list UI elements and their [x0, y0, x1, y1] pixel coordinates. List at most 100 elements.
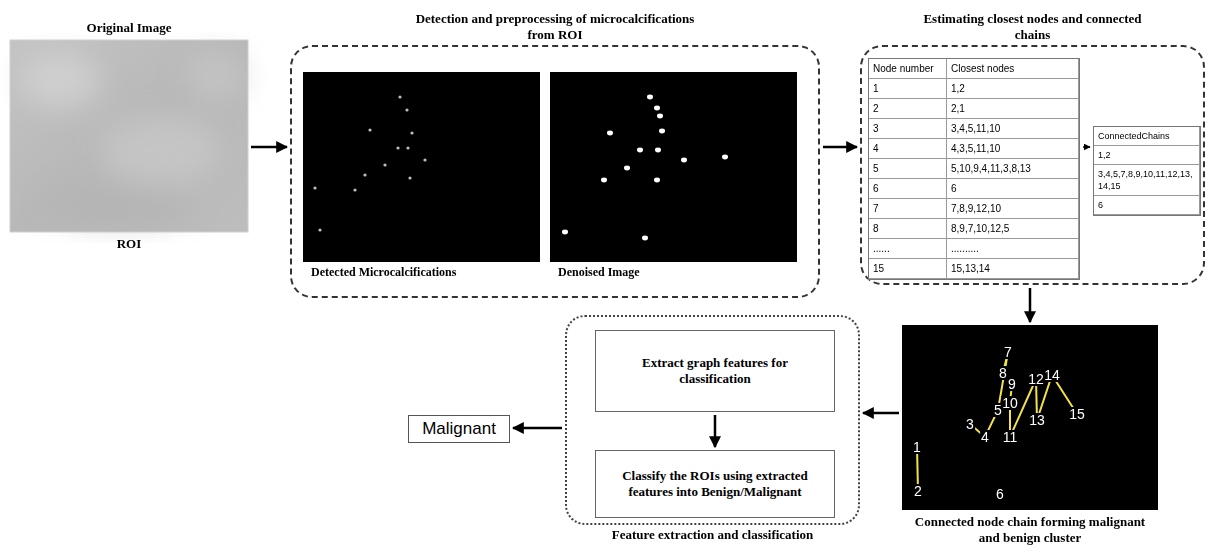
- microcalcification: [657, 114, 663, 119]
- microcalcification: [406, 146, 409, 149]
- microcalcification: [637, 148, 643, 153]
- table-cell: ......: [869, 239, 947, 259]
- microcalcification: [562, 230, 568, 235]
- panel-heading: Original Image: [19, 20, 239, 36]
- roi-blob: [100, 115, 220, 185]
- table-cell: 1,2: [947, 79, 1079, 99]
- chain-line: [970, 352, 1077, 437]
- callout-number: 9: [1007, 377, 1017, 391]
- flow-arrow: [714, 415, 717, 447]
- microcalcification: [642, 236, 648, 241]
- table-cell: 8: [869, 219, 947, 239]
- microcalcification: [368, 128, 371, 131]
- process-box: Extract graph features for classificatio…: [595, 330, 835, 412]
- roi-blob: [50, 185, 190, 225]
- table-cell: 7: [869, 199, 947, 219]
- table-cell: Closest nodes: [947, 59, 1079, 79]
- result-text: Malignant: [422, 419, 496, 439]
- table-cell: 15,13,14: [947, 259, 1079, 279]
- microcalcification: [601, 178, 607, 183]
- panel-caption: ROI: [19, 236, 239, 252]
- microcalcification: [363, 173, 366, 176]
- microcalcification: [624, 166, 630, 171]
- table-cell: 6: [1094, 196, 1200, 215]
- callout-number: 4: [980, 430, 990, 444]
- microcalcification: [681, 158, 687, 163]
- microcalcification: [396, 146, 399, 149]
- detected-image: [303, 72, 540, 262]
- microcalcification: [659, 129, 665, 134]
- microcalcification: [353, 188, 356, 191]
- table-cell: 2,1: [947, 99, 1079, 119]
- roi-blob: [185, 50, 245, 100]
- process-box: Classify the ROIs using extracted featur…: [595, 450, 835, 518]
- callout-number: 14: [1043, 368, 1061, 382]
- microcalcification: [410, 131, 413, 134]
- image-caption: Denoised Image: [558, 265, 640, 280]
- microcalcification: [722, 155, 728, 160]
- result-box: Malignant: [408, 415, 510, 443]
- microcalcification: [423, 158, 426, 161]
- flow-arrow: [863, 412, 899, 415]
- table-cell: ConnectedChains: [1094, 127, 1200, 146]
- image-panel: Detected Microcalcifications: [303, 72, 540, 262]
- image-panel: Denoised Image: [550, 72, 797, 262]
- table-cell: 5,10,9,4,11,3,8,13: [947, 159, 1079, 179]
- table-grid: ConnectedChains1,23,4,5,7,8,9,10,11,12,1…: [1094, 127, 1200, 215]
- flow-arrow: [1083, 146, 1090, 148]
- table-cell: 4: [869, 139, 947, 159]
- table-cell: 1,2: [1094, 146, 1200, 165]
- microcalcification: [607, 131, 613, 136]
- table-cell: 4,3,5,11,10: [947, 139, 1079, 159]
- callout-number: 3: [965, 417, 975, 431]
- table-cell: 3: [869, 119, 947, 139]
- microcalcification: [655, 148, 661, 153]
- roi-blob: [20, 52, 100, 108]
- roi-texture: [20, 50, 245, 225]
- image-caption: Connected node chain forming malignant a…: [910, 514, 1150, 546]
- callout-number: 12: [1027, 372, 1045, 386]
- table-grid: Node numberClosest nodes11,222,133,4,5,1…: [869, 59, 1079, 279]
- table-cell: 7,8,9,12,10: [947, 199, 1079, 219]
- flow-arrow: [513, 427, 562, 430]
- stage-heading: Estimating closest nodes and connected c…: [908, 11, 1158, 43]
- roi-image: [10, 40, 248, 232]
- microcalcification: [398, 95, 401, 98]
- microcalcification: [654, 106, 660, 111]
- flow-arrow: [1029, 288, 1032, 322]
- table-cell: 6: [869, 179, 947, 199]
- microcalcification: [408, 176, 411, 179]
- callout-number: 10: [1001, 396, 1019, 410]
- microcalcification: [405, 108, 408, 111]
- image-caption: Detected Microcalcifications: [311, 265, 456, 280]
- table-cell: Node number: [869, 59, 947, 79]
- process-text: Extract graph features for classificatio…: [626, 355, 804, 387]
- microcalcification: [313, 186, 316, 189]
- stage-group: Detection and preprocessing of microcalc…: [290, 45, 820, 298]
- microcalcification: [383, 163, 386, 166]
- graph-image: [902, 325, 1158, 510]
- table-cell: 1: [869, 79, 947, 99]
- table-cell: 3,4,5,7,8,9,10,11,12,13,14,15: [1094, 165, 1200, 196]
- data-table: ConnectedChains1,23,4,5,7,8,9,10,11,12,1…: [1093, 126, 1201, 216]
- callout-number: 13: [1028, 413, 1046, 427]
- stage-group: Estimating closest nodes and connected c…: [860, 45, 1205, 285]
- callout-number: 2: [913, 484, 923, 498]
- callout-number: 11: [1002, 430, 1019, 444]
- image-panel: Original ImageROI: [10, 40, 248, 232]
- callout-number: 7: [1003, 345, 1013, 359]
- microcalcification: [654, 178, 660, 183]
- table-cell: 8,9,7,10,12,5: [947, 219, 1079, 239]
- microcalcification: [647, 95, 653, 100]
- table-cell: 15: [869, 259, 947, 279]
- table-cell: ..........: [947, 239, 1079, 259]
- table-cell: 5: [869, 159, 947, 179]
- flow-arrow: [823, 146, 857, 149]
- stage-group: Feature extraction and classificationExt…: [565, 315, 860, 525]
- denoised-image: [550, 72, 797, 262]
- callout-number: 1: [912, 440, 922, 454]
- callout-number: 15: [1068, 407, 1086, 421]
- stage-heading: Detection and preprocessing of microcalc…: [405, 11, 705, 43]
- microcalcification: [318, 228, 321, 231]
